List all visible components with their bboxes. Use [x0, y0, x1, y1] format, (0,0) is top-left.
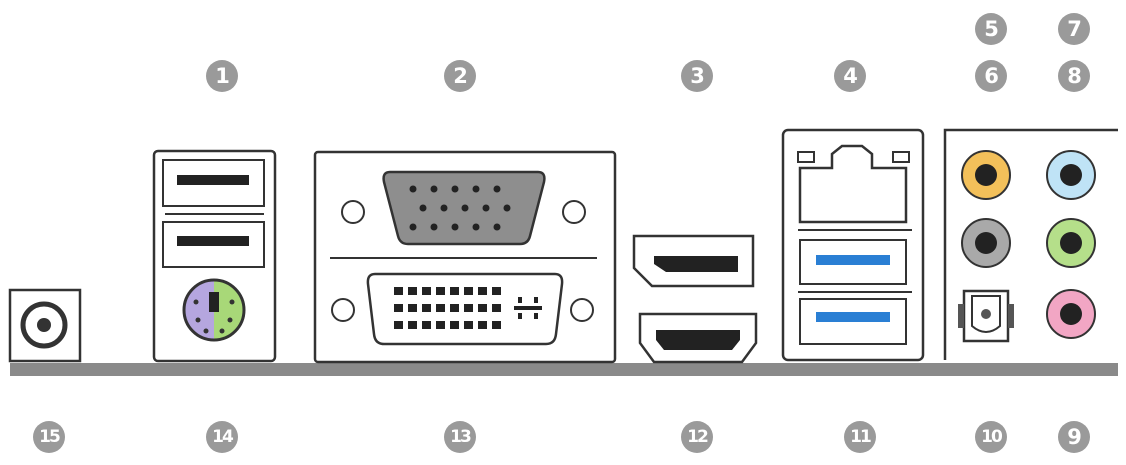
audio-jack-orange — [961, 150, 1011, 200]
callout-4: 4 — [834, 60, 866, 92]
callout-8: 8 — [1058, 60, 1090, 92]
vga-dvi-group — [313, 150, 617, 364]
callout-5: 5 — [975, 13, 1007, 45]
optical-spdif-port — [958, 289, 1014, 343]
callout-3: 3 — [681, 60, 713, 92]
panel-baseline — [10, 363, 1118, 376]
callout-6: 6 — [975, 60, 1007, 92]
dvi-port — [331, 272, 594, 346]
usb2-ps2-group — [152, 149, 277, 363]
callout-15: 15 — [33, 421, 65, 453]
audio-jack-gray — [961, 218, 1011, 268]
callout-14: 14 — [206, 421, 238, 453]
usb2-port-top — [162, 159, 265, 207]
audio-jack-pink — [1046, 289, 1096, 339]
usb2-port-bottom — [162, 221, 265, 268]
vga-port — [341, 170, 586, 246]
audio-jack-group — [943, 128, 1118, 360]
lan-rj45-port — [797, 144, 910, 224]
ps2-combo-port — [182, 278, 246, 342]
lan-usb3-group — [781, 128, 925, 362]
audio-jack-lightblue — [1046, 150, 1096, 200]
callout-11: 11 — [844, 421, 876, 453]
callout-1: 1 — [206, 60, 238, 92]
callout-2: 2 — [444, 60, 476, 92]
dc-power-jack — [8, 288, 82, 363]
audio-jack-green — [1046, 218, 1096, 268]
usb3-port-top — [799, 239, 907, 285]
callout-9: 9 — [1058, 421, 1090, 453]
usb3-port-bottom — [799, 298, 907, 345]
displayport-port — [632, 234, 755, 288]
callout-7: 7 — [1058, 13, 1090, 45]
callout-10: 10 — [975, 421, 1007, 453]
callout-12: 12 — [681, 421, 713, 453]
callout-13: 13 — [444, 421, 476, 453]
hdmi-port — [638, 312, 758, 364]
